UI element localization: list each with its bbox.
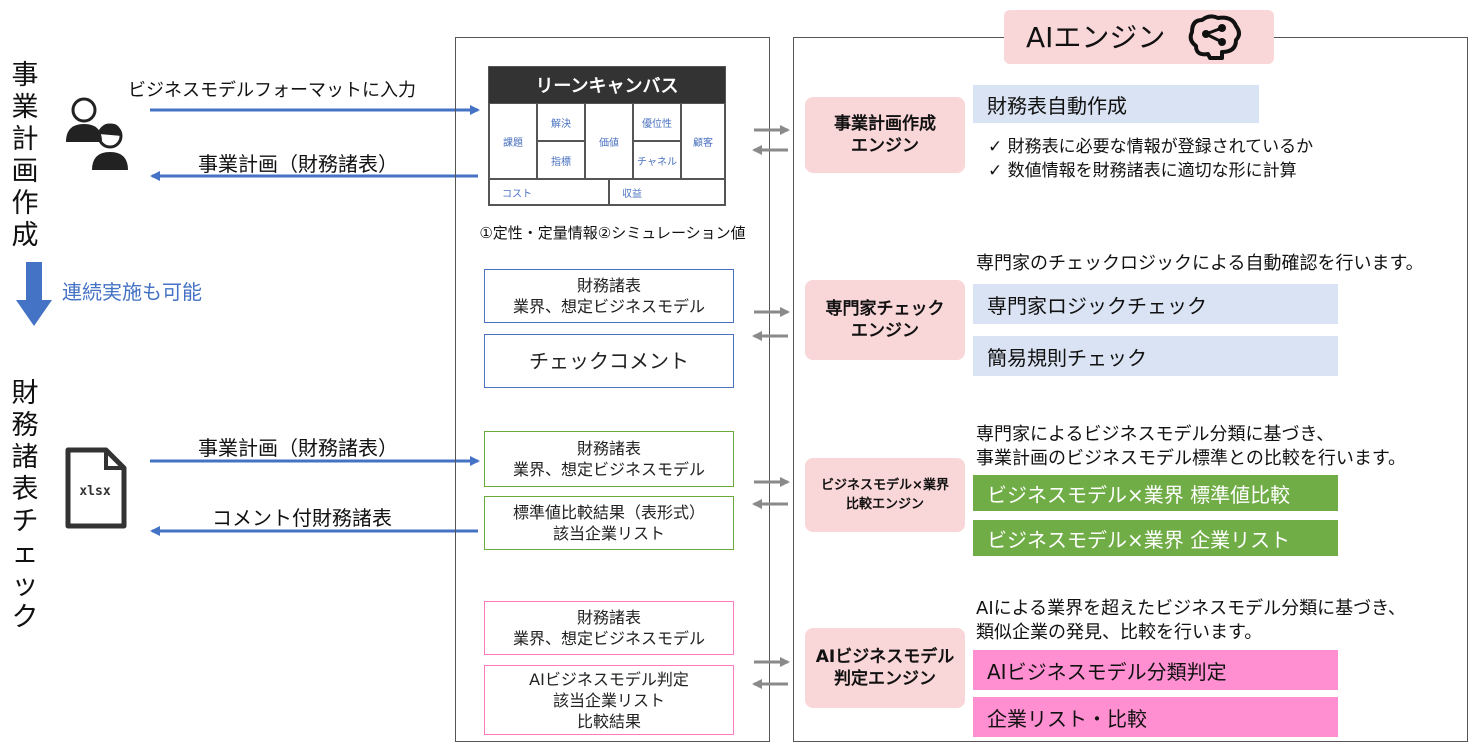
canvas-cell-revenue: 収益 (609, 179, 725, 205)
expert-logic-feature: 専門家ロジックチェック (973, 284, 1338, 324)
middle-panel (455, 37, 770, 742)
canvas-cell-value: 価値 (585, 103, 633, 179)
canvas-cell-solution: 解決 (537, 103, 585, 141)
plan-in-label: 事業計画（財務諸表） (198, 436, 398, 460)
down-arrow (16, 262, 52, 326)
canvas-cell-channel: チャネル (633, 141, 681, 179)
canvas-caption: ①定性・定量情報②シミュレーション値 (479, 224, 746, 242)
ai-description-1: AIによる業界を超えたビジネスモデル分類に基づき、 (976, 598, 1406, 619)
ai-companies-feature: 企業リスト・比較 (973, 697, 1338, 737)
auto-financial-feature: 財務表自動作成 (973, 85, 1259, 123)
simple-rule-feature: 簡易規則チェック (973, 336, 1338, 376)
xlsx-file-icon: xlsx (62, 446, 128, 530)
ai-classify-feature: AIビジネスモデル分類判定 (973, 650, 1338, 690)
financial-check-label: 財 務 諸 表 チ ェ ッ ク (11, 378, 39, 633)
canvas-title: リーンキャンバス (489, 67, 725, 103)
gray-arrows (752, 125, 790, 689)
brain-network-icon (1188, 14, 1241, 60)
commented-label: コメント付財務諸表 (212, 506, 392, 530)
bm-output-box: 標準値比較結果（表形式） 該当企業リスト (484, 496, 734, 550)
canvas-cell-metrics: 指標 (537, 141, 585, 179)
continuous-label: 連続実施も可能 (62, 280, 202, 304)
users-icon (66, 97, 128, 170)
canvas-cell-advantage: 優位性 (633, 103, 681, 141)
ai-description-2: 類似企業の発見、比較を行います。 (976, 622, 1263, 643)
expert-output-box: チェックコメント (484, 334, 734, 388)
bm-input-box: 財務諸表 業界、想定ビジネスモデル (484, 431, 734, 487)
ai-input-box: 財務諸表 業界、想定ビジネスモデル (484, 601, 734, 655)
expert-input-box: 財務諸表 業界、想定ビジネスモデル (484, 269, 734, 323)
bm-standard-feature: ビジネスモデル×業界 標準値比較 (973, 475, 1338, 511)
expert-description: 専門家のチェックロジックによる自動確認を行います。 (976, 253, 1424, 274)
input-format-label: ビジネスモデルフォーマットに入力 (128, 80, 416, 101)
canvas-cell-cost: コスト (489, 179, 609, 205)
check-item-1: ✓ 財務表に必要な情報が登録されているか (988, 137, 1314, 157)
check-item-2: ✓ 数値情報を財務諸表に適切な形に計算 (988, 161, 1297, 181)
canvas-cell-customer: 顧客 (681, 103, 725, 179)
bm-description-2: 事業計画のビジネスモデル標準との比較を行います。 (976, 448, 1407, 469)
bm-industry-engine: ビジネスモデル×業界 比較エンジン (805, 458, 965, 532)
plan-creation-label: 事 業 計 画 作 成 (11, 60, 39, 251)
blue-arrows (150, 105, 480, 536)
plan-creation-engine: 事業計画作成 エンジン (805, 97, 965, 173)
ai-output-box: AIビジネスモデル判定 該当企業リスト 比較結果 (484, 665, 734, 735)
bm-description-1: 専門家によるビジネスモデル分類に基づき、 (976, 424, 1335, 445)
ai-bm-engine: AIビジネスモデル 判定エンジン (805, 628, 965, 708)
bm-companies-feature: ビジネスモデル×業界 企業リスト (973, 520, 1338, 556)
lean-canvas: リーンキャンバス 課題 解決 指標 価値 優位性 チャネル 顧客 コスト 収益 (488, 66, 726, 206)
ai-engine-title: AIエンジン (1026, 21, 1166, 54)
file-ext-label: xlsx (79, 484, 111, 499)
plan-out-label: 事業計画（財務諸表） (198, 152, 398, 176)
canvas-cell-problem: 課題 (489, 103, 537, 179)
expert-check-engine: 専門家チェック エンジン (805, 280, 965, 360)
